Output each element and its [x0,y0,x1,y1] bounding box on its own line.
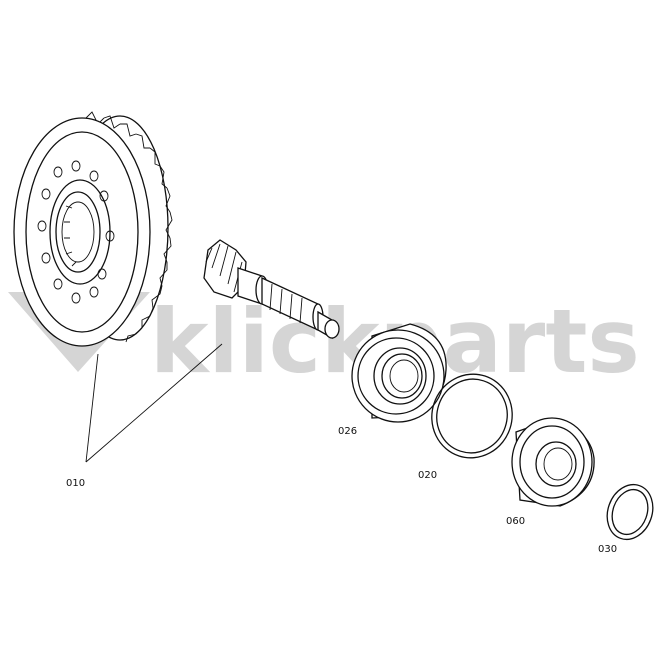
callouts: 010 026 020 060 030 [66,426,617,555]
callout-026: 026 [338,426,357,437]
bearing-026 [351,323,447,423]
leader-010-ring-gear [85,353,99,463]
leader-lines [85,343,223,463]
bearing-060 [511,417,595,507]
pinion-shaft [203,239,340,340]
callout-030: 030 [598,544,617,555]
ring-gear [13,111,173,347]
shim-020 [431,373,513,459]
leader-010-pinion [85,343,223,463]
callout-020: 020 [418,470,437,481]
callout-060: 060 [506,516,525,527]
ring-gear-bore-splines [64,205,77,267]
ring-gear-bolt-holes [37,160,115,304]
callout-010: 010 [66,478,85,489]
seal-ring-030 [606,483,654,541]
